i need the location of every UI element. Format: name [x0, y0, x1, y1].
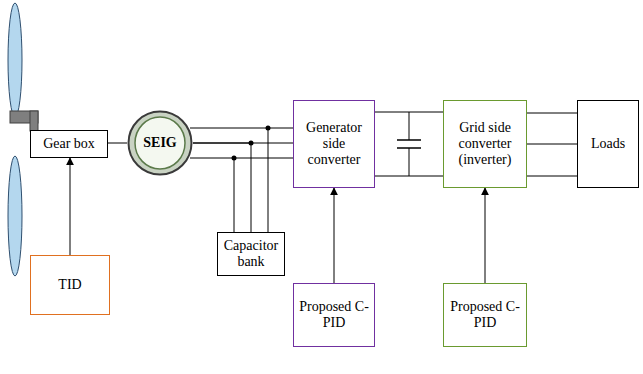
- connector: [108, 143, 127, 144]
- capacitor-bank-box: Capacitor bank: [217, 232, 285, 276]
- stator-ring: [129, 112, 192, 175]
- phase-wire: [190, 158, 293, 159]
- rotor-ellipse: [135, 117, 185, 169]
- inverter-box: Grid side converter (inverter): [443, 100, 527, 188]
- controller-box: Proposed C-PID: [293, 283, 375, 347]
- capacitor-tap: [234, 158, 235, 232]
- junction-dot: [266, 126, 271, 131]
- load-wire: [527, 113, 577, 114]
- turbine-shaft: [30, 111, 38, 131]
- node-label: Grid side converter (inverter): [448, 120, 522, 168]
- converter-box: Generator side converter: [293, 100, 375, 188]
- load-box: Loads: [577, 100, 639, 188]
- node-label: TID: [58, 277, 81, 293]
- load-wire: [527, 176, 577, 177]
- capacitor-tap: [268, 128, 269, 232]
- node-label: Proposed C-PID: [448, 299, 522, 331]
- capacitor-lead: [409, 112, 410, 140]
- generator-outline: [127, 110, 193, 176]
- connector: [70, 158, 71, 255]
- junction-dot: [232, 156, 237, 161]
- controller-box: Proposed C-PID: [443, 283, 527, 347]
- generator-circle: SEIG: [127, 110, 193, 176]
- connector: [334, 188, 335, 283]
- node-label: Gear box: [43, 136, 95, 152]
- node-label: Loads: [591, 136, 625, 152]
- node-label: SEIG: [143, 135, 176, 151]
- node-label: Capacitor bank: [222, 238, 280, 270]
- node-label: Generator side converter: [298, 120, 370, 168]
- capacitor-plate: [397, 139, 421, 141]
- wind-turbine: [8, 3, 38, 276]
- controller-box: TID: [30, 255, 110, 315]
- gearbox-box: Gear box: [30, 130, 108, 158]
- connector: [375, 112, 443, 113]
- turbine-blade: [8, 3, 22, 117]
- connector: [527, 144, 577, 145]
- turbine-blade: [8, 156, 22, 276]
- node-label: Proposed C-PID: [298, 299, 370, 331]
- three-phase-wires: [190, 112, 577, 232]
- connector: [193, 143, 251, 232]
- phase-wire: [190, 128, 293, 129]
- connector: [485, 188, 486, 283]
- capacitor-lead: [409, 148, 410, 176]
